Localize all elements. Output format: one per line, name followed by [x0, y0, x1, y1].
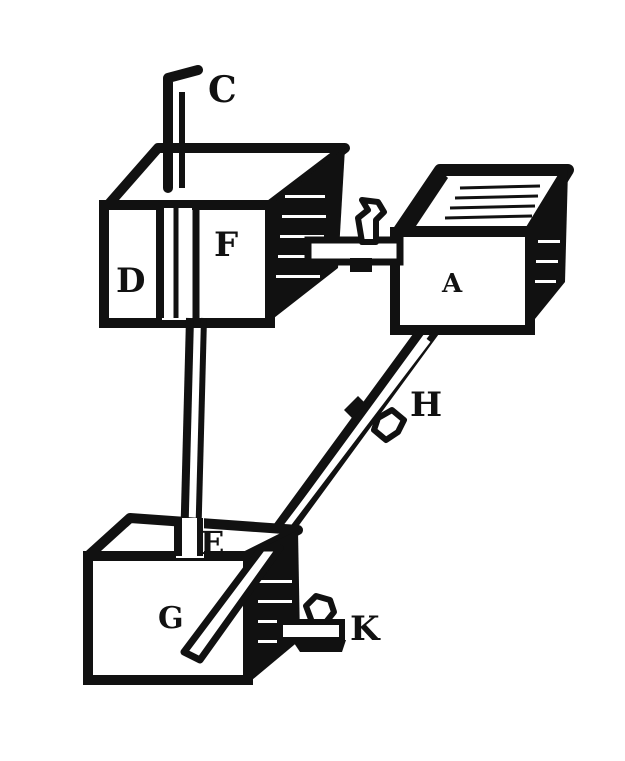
pipe-a-f: [304, 236, 404, 272]
label-e: E: [200, 524, 224, 562]
label-f: F: [214, 225, 238, 265]
tap-k-icon: [277, 593, 346, 652]
tap-upper-icon: [355, 197, 387, 245]
pipe-c: [163, 65, 203, 193]
tap-h-icon: [344, 396, 407, 443]
pipe-a-g: [258, 329, 439, 551]
label-a: A: [441, 269, 463, 299]
label-k: K: [350, 609, 381, 649]
label-c: C: [208, 69, 237, 111]
label-g: G: [158, 601, 184, 636]
pipe-d-e: [156, 208, 207, 549]
pipe-e-mouth: [174, 518, 204, 558]
label-d: D: [116, 261, 145, 301]
label-h: H: [410, 385, 442, 425]
pipe-g-end: [180, 544, 284, 664]
box-a: [390, 164, 574, 335]
